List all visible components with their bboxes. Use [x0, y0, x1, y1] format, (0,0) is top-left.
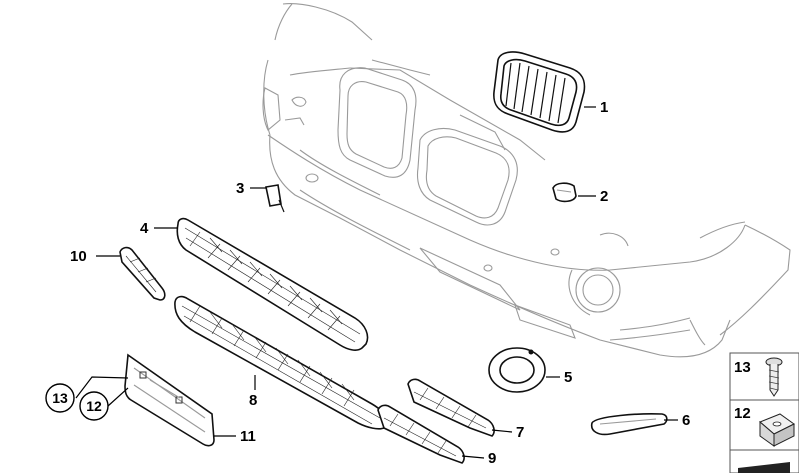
leader-lines: [75, 106, 678, 459]
part-4-upper-mesh-grille: [176, 217, 369, 351]
callout-10: 10: [70, 248, 87, 265]
part-5-fog-light-ring: [488, 347, 546, 393]
part-2-tow-hook-cover: [552, 182, 577, 203]
callout-labels: 1 2 3 4 5 6 7 8 9 10 11: [70, 99, 690, 467]
part-6-reflector: [590, 413, 668, 436]
callout-7: 7: [516, 424, 524, 441]
callout-4: 4: [140, 220, 149, 237]
hardware-label-13: 13: [734, 359, 751, 376]
part-8-lower-mesh-grille: [174, 295, 390, 430]
callout-2: 2: [600, 188, 608, 205]
panel-arrow-icon: [738, 462, 790, 473]
circled-reference-12: 12: [79, 391, 109, 421]
part-1-kidney-grille: [493, 51, 586, 133]
part-9-left-vent-mesh: [377, 404, 465, 464]
svg-text:13: 13: [52, 390, 68, 406]
svg-text:12: 12: [86, 398, 102, 414]
nut-clip-icon: [759, 413, 795, 447]
part-10-side-trim: [119, 246, 166, 301]
callout-8: 8: [249, 392, 257, 409]
bumper-outline: [262, 3, 791, 358]
part-11-license-plate-bracket: [124, 353, 215, 447]
callout-1: 1: [600, 99, 608, 116]
callout-6: 6: [682, 412, 690, 429]
callout-9: 9: [488, 450, 496, 467]
part-3-clip: [265, 184, 285, 213]
circled-reference-13: 13: [45, 383, 75, 413]
screw-icon: [765, 357, 783, 397]
callout-3: 3: [236, 180, 244, 197]
callout-5: 5: [564, 369, 572, 386]
part-7-right-vent-mesh: [407, 378, 495, 437]
callout-11: 11: [240, 428, 256, 445]
hardware-panel: 13 12: [729, 352, 799, 473]
hardware-label-12: 12: [734, 405, 751, 422]
